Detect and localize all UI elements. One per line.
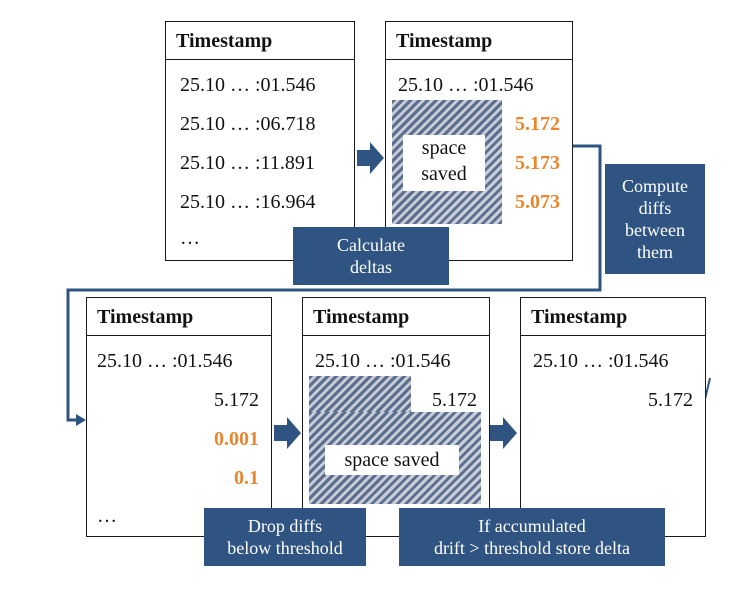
space-saved-label: space saved <box>403 135 485 191</box>
table-row-diff: 0.1 <box>234 467 259 489</box>
timestamp-table-deltas: Timestamp 25.10 … :01.546 space saved 5.… <box>385 21 573 261</box>
table-row-delta: 5.073 <box>515 191 560 213</box>
right-arrow-icon <box>490 417 517 449</box>
table-row-delta: 5.173 <box>515 152 560 174</box>
table-header: Timestamp <box>87 298 271 336</box>
timestamp-table-original: Timestamp 25.10 … :01.546 25.10 … :06.71… <box>165 21 355 261</box>
compute-diffs-text: Compute diffs between them <box>622 176 688 262</box>
right-arrow-icon <box>274 417 301 449</box>
table-header: Timestamp <box>521 298 705 336</box>
table-row: 25.10 … :01.546 <box>180 74 316 96</box>
table-row: 5.172 <box>214 389 259 411</box>
drop-diffs-label: Drop diffs below threshold <box>204 508 366 566</box>
space-saved-text: space saved <box>344 449 440 471</box>
timestamp-table-threshold: Timestamp 25.10 … :01.546 5.172 space sa… <box>302 297 490 537</box>
table-row: 5.172 <box>432 389 477 411</box>
table-row: 25.10 … :01.546 <box>315 350 451 372</box>
space-saved-label: space saved <box>325 445 459 475</box>
table-row-ellipsis: … <box>97 505 117 527</box>
table-row: 25.10 … :01.546 <box>533 350 669 372</box>
table-row: 25.10 … :06.718 <box>180 113 316 135</box>
table-header: Timestamp <box>386 22 572 60</box>
table-row-diff: 0.001 <box>214 428 259 450</box>
right-arrow-icon <box>357 142 384 174</box>
accumulated-drift-label: If accumulated drift > threshold store d… <box>399 508 665 566</box>
table-header: Timestamp <box>303 298 489 336</box>
accumulated-drift-text: If accumulated drift > threshold store d… <box>433 516 631 558</box>
drop-diffs-text: Drop diffs below threshold <box>227 516 343 558</box>
timestamp-table-final: Timestamp 25.10 … :01.546 5.172 <box>520 297 706 537</box>
calculate-deltas-label: Calculate deltas <box>293 227 449 285</box>
connector-arrow-icon <box>66 144 602 426</box>
table-row-ellipsis: … <box>180 227 200 249</box>
table-row: 25.10 … :16.964 <box>180 191 316 213</box>
compute-diffs-label: Compute diffs between them <box>605 164 705 274</box>
timestamp-table-diffs: Timestamp 25.10 … :01.546 5.172 0.001 0.… <box>86 297 272 537</box>
table-row: 25.10 … :01.546 <box>97 350 233 372</box>
space-saved-text: space saved <box>421 137 467 185</box>
table-row-delta: 5.172 <box>515 113 560 135</box>
space-saved-hatch <box>309 376 411 412</box>
table-row: 25.10 … :11.891 <box>180 152 315 174</box>
table-row: 25.10 … :01.546 <box>398 74 534 96</box>
calculate-deltas-text: Calculate deltas <box>337 235 405 277</box>
table-header: Timestamp <box>166 22 354 60</box>
table-row: 5.172 <box>648 389 693 411</box>
